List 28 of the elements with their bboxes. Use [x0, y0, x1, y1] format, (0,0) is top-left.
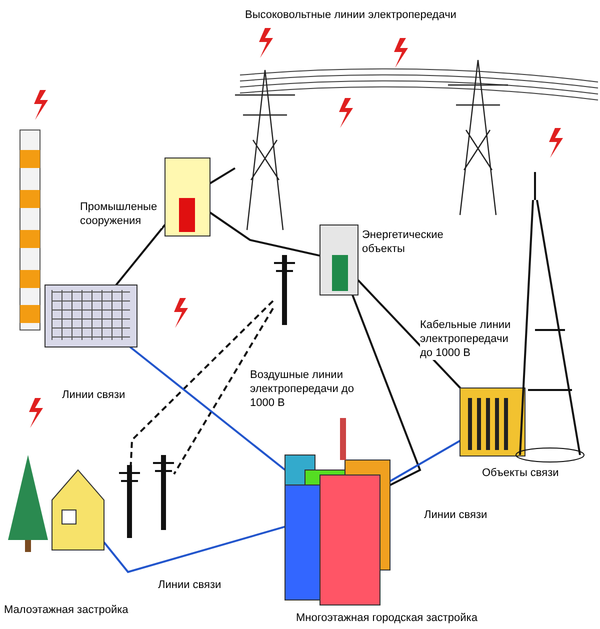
cable-line — [357, 279, 462, 389]
overhead-line — [130, 300, 274, 466]
caption-label: Промышленые сооружения — [80, 200, 162, 228]
cable-line — [209, 212, 320, 257]
substation-building-drawing — [320, 224, 358, 296]
utility-pole-drawing — [152, 455, 175, 530]
caption-label: Многоэтажная городская застройка — [296, 611, 478, 625]
caption-label: Малоэтажная застройка — [4, 603, 128, 617]
factory-building-drawing — [44, 284, 138, 348]
power-pylon-drawing — [447, 59, 509, 216]
communication-line — [103, 526, 286, 574]
tree-drawing — [8, 455, 48, 552]
caption-label: Высоковольтные линии электропередачи — [245, 8, 456, 22]
radio-tower-drawing — [516, 171, 584, 462]
cable-line — [115, 224, 166, 286]
transformer-drawing — [460, 388, 526, 456]
house-drawing — [52, 469, 104, 550]
communication-line — [390, 440, 460, 482]
overhead-line — [173, 308, 274, 475]
cable-line — [209, 167, 236, 184]
industrial-building-drawing — [164, 158, 210, 236]
power-pylon-drawing — [234, 69, 296, 231]
cable-line — [352, 294, 422, 486]
chimney-drawing — [20, 130, 40, 330]
communication-line — [129, 346, 286, 471]
utility-pole-drawing — [273, 255, 296, 325]
utility-pole-drawing — [118, 465, 141, 538]
city-buildings-drawing — [284, 418, 390, 606]
